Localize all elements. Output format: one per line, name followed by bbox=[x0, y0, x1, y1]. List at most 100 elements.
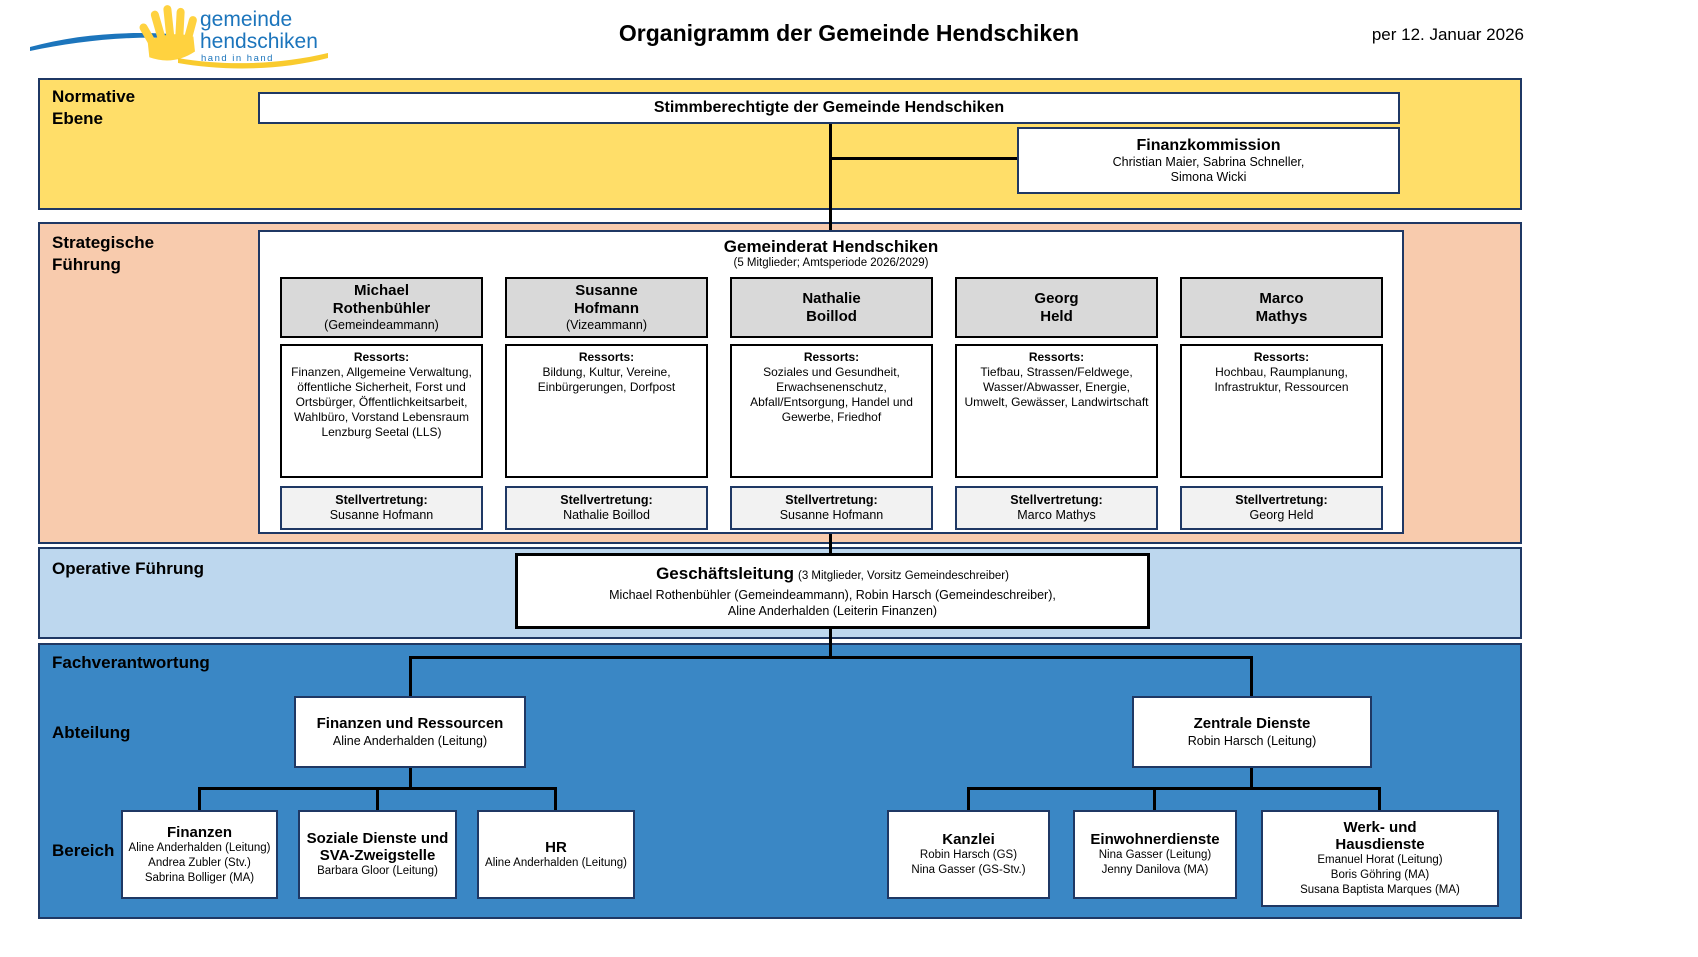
member-stellvertretung-box: Stellvertretung: Marco Mathys bbox=[955, 486, 1158, 530]
gemeinderat-member-column: Georg Held Ressorts: Tiefbau, Strassen/F… bbox=[955, 277, 1158, 530]
connector-abteilung2-split bbox=[1250, 768, 1253, 790]
member-name-box: Marco Mathys bbox=[1180, 277, 1383, 338]
bereich-staff: Aline Anderhalden (Leitung) bbox=[128, 841, 271, 854]
finanzkommission-members-line1: Christian Maier, Sabrina Schneller, bbox=[1112, 155, 1305, 169]
member-name: Nathalie bbox=[802, 289, 861, 307]
logo-text-line1: gemeinde bbox=[200, 8, 292, 31]
member-ressorts-box: Ressorts: Hochbau, Raumplanung, Infrastr… bbox=[1180, 344, 1383, 478]
box-bereich-finanzen: Finanzen Aline Anderhalden (Leitung) And… bbox=[121, 810, 278, 899]
gemeinderat-member-column: Susanne Hofmann (Vizeammann) Ressorts: B… bbox=[505, 277, 708, 530]
bereich-title: HR bbox=[545, 838, 567, 856]
gemeinderat-member-column: Nathalie Boillod Ressorts: Soziales und … bbox=[730, 277, 933, 530]
bereich-title: Soziale Dienste und SVA-Zweigstelle bbox=[306, 830, 449, 864]
page-title: Organigramm der Gemeinde Hendschiken bbox=[618, 20, 1080, 46]
bereich-title: Finanzen bbox=[166, 823, 232, 841]
bereich-staff: Sabrina Bolliger (MA) bbox=[144, 871, 255, 884]
logo-blue-swoosh-icon bbox=[30, 33, 170, 51]
connector-abteilung1-split bbox=[409, 768, 412, 790]
connector-geschaeftsleitung-split bbox=[829, 629, 832, 659]
label-bereich: Bereich bbox=[52, 841, 115, 860]
finanzkommission-title: Finanzkommission bbox=[1136, 137, 1281, 154]
stellvertretung-label: Stellvertretung: bbox=[560, 493, 653, 507]
connector-drop-hr bbox=[554, 787, 557, 810]
box-stimmberechtigte: Stimmberechtigte der Gemeinde Hendschike… bbox=[258, 92, 1400, 124]
member-name: Boillod bbox=[806, 307, 857, 325]
box-bereich-hr: HR Aline Anderhalden (Leitung) bbox=[477, 810, 635, 899]
bereich-title: Werk- und Hausdienste bbox=[1335, 819, 1425, 853]
member-stellvertretung-box: Stellvertretung: Nathalie Boillod bbox=[505, 486, 708, 530]
member-name-box: Georg Held bbox=[955, 277, 1158, 338]
bereich-staff: Nina Gasser (GS-Stv.) bbox=[911, 864, 1026, 876]
ressorts-text: Hochbau, Raumplanung, Infrastruktur, Res… bbox=[1214, 365, 1349, 394]
bereich-staff: Susana Baptista Marques (MA) bbox=[1300, 884, 1460, 896]
bereich-staff: Boris Göhring (MA) bbox=[1330, 869, 1430, 881]
page-date: per 12. Januar 2026 bbox=[1371, 25, 1524, 44]
ressorts-label: Ressorts: bbox=[1253, 350, 1310, 364]
member-name: Susanne bbox=[575, 282, 638, 299]
stimmberechtigte-text: Stimmberechtigte der Gemeinde Hendschike… bbox=[653, 99, 1005, 116]
gemeinderat-subtitle: (5 Mitglieder; Amtsperiode 2026/2029) bbox=[733, 257, 929, 269]
label-abteilung: Abteilung bbox=[52, 723, 131, 742]
box-abteilung-finanzen-ressourcen: Finanzen und Ressourcen Aline Anderhalde… bbox=[294, 696, 526, 768]
connector-abteilung-split bbox=[409, 656, 1253, 659]
logo-yellow-swoosh-icon bbox=[178, 53, 328, 69]
member-name: Hofmann bbox=[574, 300, 639, 317]
bereich-staff: Andrea Zubler (Stv.) bbox=[148, 856, 251, 869]
gemeinderat-title: Gemeinderat Hendschiken bbox=[723, 237, 939, 256]
bereich-staff: Jenny Danilova (MA) bbox=[1101, 864, 1209, 876]
connector-drop-abteilung-1 bbox=[409, 656, 412, 696]
abteilung-staff: Aline Anderhalden (Leitung) bbox=[332, 734, 488, 748]
member-name-box: Nathalie Boillod bbox=[730, 277, 933, 338]
connector-drop-soziale-dienste bbox=[376, 787, 379, 810]
logo-tagline: hand in hand bbox=[201, 53, 274, 64]
member-name: Marco bbox=[1259, 289, 1304, 307]
geschaeftsleitung-title: Geschäftsleitung bbox=[656, 564, 794, 583]
connector-gemeinderat-geschaeftsleitung bbox=[829, 534, 832, 553]
gemeinderat-member-column: Marco Mathys Ressorts: Hochbau, Raumplan… bbox=[1180, 277, 1383, 530]
geschaeftsleitung-title-line: Geschäftsleitung (3 Mitglieder, Vorsitz G… bbox=[656, 563, 1009, 587]
stellvertretung-label: Stellvertretung: bbox=[785, 493, 878, 507]
stellvertretung-name: Nathalie Boillod bbox=[563, 508, 650, 522]
member-ressorts-box: Ressorts: Finanzen, Allgemeine Verwaltun… bbox=[280, 344, 483, 478]
ressorts-text: Tiefbau, Strassen/Feldwege, Wasser/Abwas… bbox=[964, 365, 1149, 409]
connector-finanzkommission bbox=[830, 157, 1017, 160]
member-stellvertretung-box: Stellvertretung: Susanne Hofmann bbox=[730, 486, 933, 530]
connector-bereich-split-rechts bbox=[967, 787, 1381, 790]
geschaeftsleitung-members-line1: Michael Rothenbühler (Gemeindeammann), R… bbox=[609, 588, 1056, 602]
stellvertretung-label: Stellvertretung: bbox=[335, 493, 428, 507]
abteilung-title: Finanzen und Ressourcen bbox=[316, 715, 504, 732]
member-ressorts-box: Ressorts: Tiefbau, Strassen/Feldwege, Wa… bbox=[955, 344, 1158, 478]
stellvertretung-name: Susanne Hofmann bbox=[779, 508, 884, 522]
stellvertretung-label: Stellvertretung: bbox=[1010, 493, 1103, 507]
member-name: Georg bbox=[1034, 289, 1079, 307]
member-role: (Gemeindeammann) bbox=[324, 318, 439, 332]
geschaeftsleitung-members-line2: Aline Anderhalden (Leiterin Finanzen) bbox=[727, 604, 938, 618]
member-name: Mathys bbox=[1255, 307, 1308, 325]
box-abteilung-zentrale-dienste: Zentrale Dienste Robin Harsch (Leitung) bbox=[1132, 696, 1372, 768]
connector-drop-kanzlei bbox=[967, 787, 970, 810]
abteilung-staff: Robin Harsch (Leitung) bbox=[1187, 734, 1317, 748]
label-operative-fuehrung: Operative Führung bbox=[52, 559, 205, 578]
box-bereich-einwohnerdienste: Einwohnerdienste Nina Gasser (Leitung) J… bbox=[1073, 810, 1237, 899]
member-ressorts-box: Ressorts: Soziales und Gesundheit, Erwac… bbox=[730, 344, 933, 478]
stellvertretung-name: Susanne Hofmann bbox=[329, 508, 434, 522]
member-name-box: Susanne Hofmann (Vizeammann) bbox=[505, 277, 708, 338]
abteilung-title: Zentrale Dienste bbox=[1193, 715, 1311, 732]
box-finanzkommission: Finanzkommission Christian Maier, Sabrin… bbox=[1017, 127, 1400, 194]
bereich-staff: Barbara Gloor (Leitung) bbox=[317, 865, 438, 877]
gemeinderat-member-column: Michael Rothenbühler (Gemeindeammann) Re… bbox=[280, 277, 483, 530]
finanzkommission-members-line2: Simona Wicki bbox=[1170, 170, 1247, 184]
member-name: Held bbox=[1040, 307, 1073, 325]
connector-drop-abteilung-2 bbox=[1250, 656, 1253, 696]
stellvertretung-name: Georg Held bbox=[1249, 508, 1314, 522]
ressorts-label: Ressorts: bbox=[578, 350, 635, 364]
member-role: (Vizeammann) bbox=[565, 318, 648, 332]
box-bereich-kanzlei: Kanzlei Robin Harsch (GS) Nina Gasser (G… bbox=[887, 810, 1050, 899]
ressorts-label: Ressorts: bbox=[1028, 350, 1085, 364]
logo-text-line2: hendschiken bbox=[200, 30, 318, 53]
geschaeftsleitung-subtitle: (3 Mitglieder, Vorsitz Gemeindeschreiber… bbox=[798, 570, 1009, 582]
bereich-staff: Nina Gasser (Leitung) bbox=[1098, 849, 1212, 861]
